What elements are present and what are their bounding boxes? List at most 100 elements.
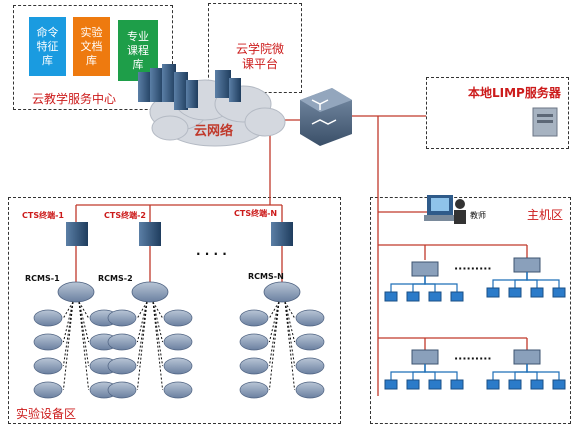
lab-device — [239, 357, 269, 375]
host-switch — [411, 349, 439, 365]
lab-device — [107, 309, 137, 327]
lab-device — [239, 309, 269, 327]
host-pc — [384, 291, 398, 302]
local-limp-server — [532, 107, 558, 137]
professional-course-library-tile: 专业 课程 库 — [118, 20, 158, 81]
lab-device — [33, 333, 63, 351]
host-switch — [513, 349, 541, 365]
dashed-link — [62, 301, 74, 343]
host-pc — [406, 379, 420, 390]
host-link — [514, 272, 528, 288]
host-link — [412, 364, 426, 380]
dashed-link — [136, 301, 148, 319]
host-pc — [530, 379, 544, 390]
lab-equipment-title: 实验设备区 — [16, 407, 77, 421]
lab-device — [163, 309, 193, 327]
lab-device-stacks — [33, 309, 325, 399]
rcms-2-label: RCMS-2 — [98, 274, 133, 283]
cts-terminal-2-label: CTS终端-2 — [104, 211, 146, 220]
lab-equipment-zone — [8, 197, 341, 424]
cts-terminal-1-label: CTS终端-1 — [22, 211, 64, 220]
host-link — [514, 364, 528, 380]
lab-device — [163, 333, 193, 351]
dashed-link — [136, 301, 148, 391]
rcms-routers — [57, 281, 301, 303]
dashed-link — [78, 301, 90, 391]
host-switch — [411, 261, 439, 277]
dashed-link — [62, 301, 74, 367]
host-pc — [486, 379, 500, 390]
dashed-link — [152, 301, 164, 391]
lab-device — [107, 333, 137, 351]
dashed-link — [136, 301, 148, 343]
host-link — [526, 272, 560, 288]
dashed-link — [78, 301, 90, 319]
cts-terminal-n-label: CTS终端-N — [234, 209, 278, 218]
dashed-link — [152, 301, 164, 319]
host-pc — [406, 291, 420, 302]
micro-platform-server — [215, 70, 241, 102]
rcms-1-label: RCMS-1 — [25, 274, 60, 283]
host-pc — [552, 379, 566, 390]
dashed-link — [152, 301, 164, 343]
host-link — [412, 276, 426, 292]
host-pc — [428, 291, 442, 302]
dashed-link — [136, 301, 148, 367]
dashed-link — [62, 301, 74, 391]
dashed-link — [268, 301, 280, 319]
dashed-link — [62, 301, 74, 319]
host-pc — [428, 379, 442, 390]
dashed-link — [152, 301, 164, 367]
lab-device — [239, 381, 269, 399]
dashed-link — [284, 301, 296, 367]
lab-device — [33, 309, 63, 327]
local-limp-server-zone — [426, 77, 569, 149]
terminal-ellipsis: · · · · — [196, 247, 227, 261]
host-link — [424, 364, 458, 380]
dashed-link — [284, 301, 296, 319]
host-zone-title: 主机区 — [527, 208, 564, 222]
cloud-server-cluster — [138, 64, 198, 110]
cts-terminals — [66, 222, 293, 246]
host-pc — [552, 287, 566, 298]
dashed-link — [284, 301, 296, 391]
host-pc — [486, 287, 500, 298]
lab-device — [107, 381, 137, 399]
host-ellipsis-bottom: ········· — [454, 352, 492, 365]
lab-device — [163, 381, 193, 399]
local-limp-server-title: 本地LIMP服务器 — [468, 86, 561, 100]
host-clusters — [384, 257, 566, 390]
core-switch — [300, 88, 352, 146]
host-link — [526, 364, 560, 380]
rcms-dashed-links — [62, 301, 296, 391]
host-zone — [370, 197, 571, 424]
command-feature-library-tile: 命令 特征 库 — [29, 17, 66, 76]
host-link — [424, 276, 458, 292]
lab-device — [33, 357, 63, 375]
host-pc — [508, 379, 522, 390]
rcms-n-label: RCMS-N — [248, 272, 284, 281]
dashed-link — [78, 301, 90, 343]
host-pc — [384, 379, 398, 390]
host-pc — [450, 291, 464, 302]
cloud-teaching-center-zone — [13, 5, 173, 110]
host-pc — [530, 287, 544, 298]
dashed-link — [284, 301, 296, 343]
host-pc — [508, 287, 522, 298]
teacher-label: 教师 — [470, 211, 486, 220]
lab-device — [163, 357, 193, 375]
lab-device — [295, 333, 325, 351]
lab-device — [295, 309, 325, 327]
host-pc — [450, 379, 464, 390]
host-ellipsis-top: ········· — [454, 262, 492, 275]
dashed-link — [268, 301, 280, 343]
dashed-link — [268, 301, 280, 391]
dashed-link — [268, 301, 280, 367]
lab-device — [33, 381, 63, 399]
lab-device — [239, 333, 269, 351]
cloud-network-label: 云网络 — [194, 124, 234, 139]
dashed-link — [78, 301, 90, 367]
cloud-teaching-center-title: 云教学服务中心 — [32, 92, 117, 106]
